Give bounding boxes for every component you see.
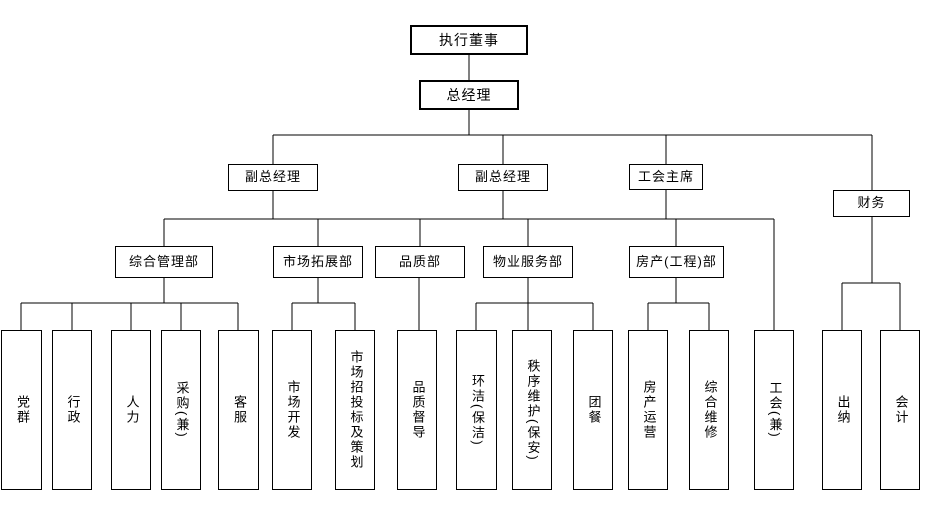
node-group-catering: 团餐 [573, 330, 613, 490]
node-property-service-dept: 物业服务部 [483, 246, 573, 278]
node-cleaning: 环洁(保洁) [456, 330, 497, 490]
node-cashier: 出纳 [822, 330, 862, 490]
node-general-manager: 总经理 [419, 80, 519, 110]
node-comprehensive-maintenance: 综合维修 [689, 330, 729, 490]
node-quality-supervision: 品质督导 [397, 330, 437, 490]
node-procurement-concurrent: 采购(兼) [161, 330, 201, 490]
node-customer-service: 客服 [218, 330, 259, 490]
node-market-expansion-dept: 市场拓展部 [273, 246, 363, 278]
node-party-masses: 党群 [1, 330, 42, 490]
node-administration: 行政 [52, 330, 92, 490]
node-deputy-general-manager-2: 副总经理 [458, 164, 548, 191]
node-real-estate-engineering-dept: 房产(工程)部 [629, 246, 724, 278]
node-accounting: 会计 [880, 330, 920, 490]
node-executive-director: 执行董事 [410, 25, 528, 55]
node-market-bidding-planning: 市场招投标及策划 [335, 330, 375, 490]
node-human-resources: 人力 [111, 330, 151, 490]
node-market-development: 市场开发 [272, 330, 312, 490]
node-finance: 财务 [833, 190, 910, 217]
node-general-management-dept: 综合管理部 [115, 246, 213, 278]
node-deputy-general-manager-1: 副总经理 [228, 164, 318, 191]
node-real-estate-operation: 房产运营 [628, 330, 668, 490]
node-order-maintenance-security: 秩序维护(保安) [512, 330, 552, 490]
node-quality-dept: 品质部 [375, 246, 465, 278]
node-union-concurrent: 工会(兼) [754, 330, 794, 490]
node-union-chairman: 工会主席 [629, 164, 703, 190]
